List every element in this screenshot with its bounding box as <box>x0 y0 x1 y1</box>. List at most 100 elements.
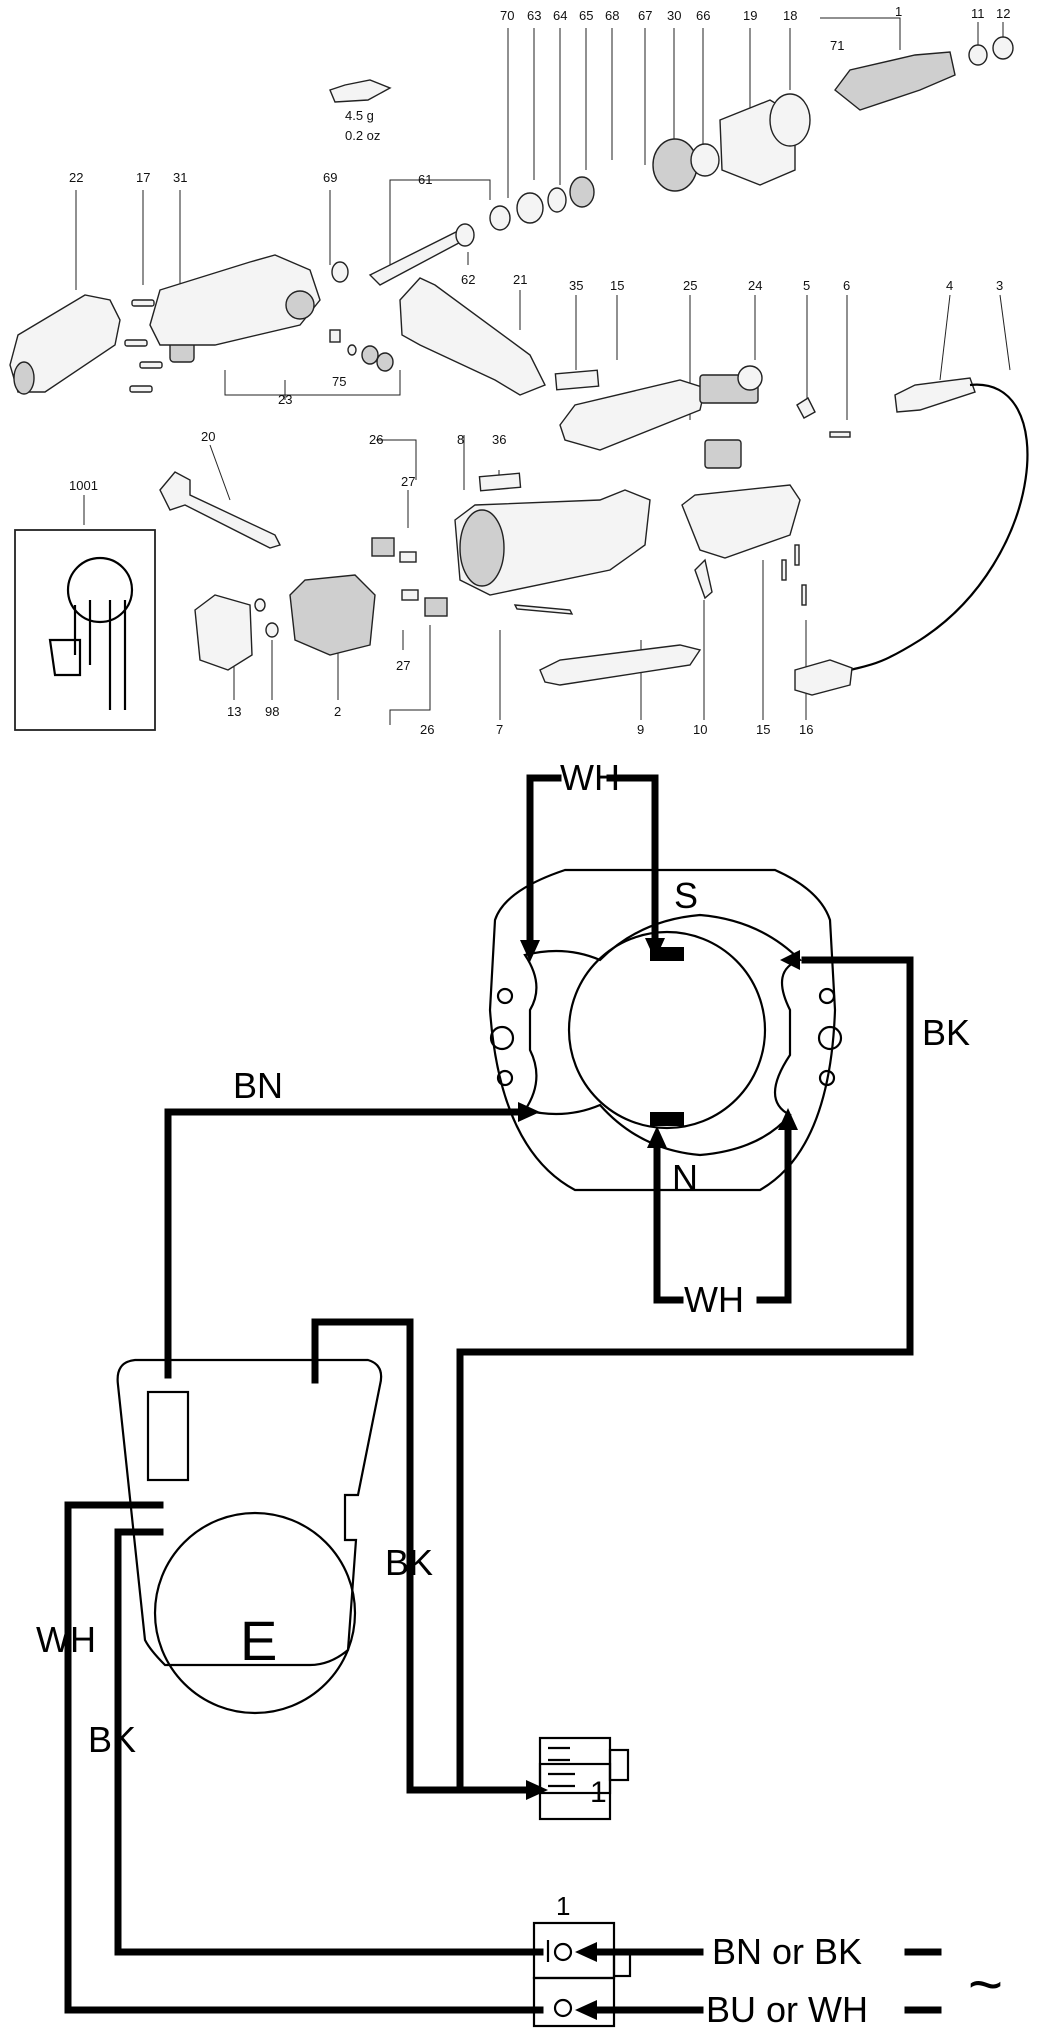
part-number: 17 <box>136 170 150 185</box>
motor-housing-opening <box>459 509 505 587</box>
part-number: 27 <box>396 658 410 673</box>
lever-10 <box>694 558 713 600</box>
gear-housing-boss <box>285 290 315 320</box>
nose-cap-opening <box>13 361 35 395</box>
screw-16 <box>794 544 800 566</box>
part-number: 24 <box>748 278 762 293</box>
part-number: 62 <box>461 272 475 287</box>
small-bearing <box>361 345 379 365</box>
arrow-head <box>518 1102 540 1122</box>
part-number: 20 <box>201 429 215 444</box>
terminal-block-motor <box>538 1736 630 1821</box>
bearing-11 <box>968 44 988 66</box>
clip <box>796 396 816 419</box>
part-number: 67 <box>638 8 652 23</box>
motor-housing <box>454 489 651 596</box>
part-drawings <box>9 36 1029 731</box>
part-number: 1 <box>895 4 902 19</box>
arrow-head <box>575 1942 597 1962</box>
field-stator <box>289 574 376 656</box>
part-number: 19 <box>743 8 757 23</box>
part-number: 16 <box>799 722 813 737</box>
screw <box>829 431 851 438</box>
part-number: 21 <box>513 272 527 287</box>
part-number: 12 <box>996 6 1010 21</box>
part-number: 30 <box>667 8 681 23</box>
part-number: 66 <box>696 8 710 23</box>
pole-label-s: S <box>674 875 698 916</box>
washer-98 <box>254 598 266 612</box>
housing-shell <box>681 484 801 559</box>
supply-label-bn-or-bk: BN or BK <box>712 1931 862 1972</box>
bevel-gear-30 <box>652 138 698 192</box>
part-number: 61 <box>418 172 432 187</box>
power-plug <box>794 659 853 696</box>
switch-rocker <box>539 644 702 686</box>
wire-label-wh-bottom: WH <box>684 1279 744 1320</box>
grease-tube <box>329 79 392 103</box>
arrow-head <box>778 1108 798 1130</box>
rotor-bore <box>567 930 767 1130</box>
carbon-brush <box>401 589 419 601</box>
part-number: 23 <box>278 392 292 407</box>
exploded-parts-view: 70 63 64 65 68 67 30 66 19 18 1 71 11 12… <box>9 4 1029 737</box>
side-handle <box>399 277 546 396</box>
grease-weight-g: 4.5 g <box>345 108 374 123</box>
bearing-12 <box>992 36 1014 60</box>
part-number: 22 <box>69 170 83 185</box>
housing-cover <box>559 379 706 451</box>
electronics-circle <box>153 1511 357 1715</box>
grease-weight-oz: 0.2 oz <box>345 128 380 143</box>
bearing-65 <box>569 176 595 208</box>
wire-wh-bottom-right <box>756 1121 792 1304</box>
carbon-brush <box>399 551 417 563</box>
inset-wires <box>73 600 127 710</box>
wire-wh-top-right <box>606 774 659 949</box>
small-ring <box>347 344 357 356</box>
ring <box>331 261 349 283</box>
wire-bn-stator <box>164 1108 519 1379</box>
part-number: 71 <box>830 38 844 53</box>
wire-bk-electronics <box>311 1318 529 1794</box>
arrow-head <box>645 938 665 960</box>
arrow-head <box>520 940 540 962</box>
arrow-head <box>647 1126 667 1148</box>
supply-label-bu-or-wh: BU or WH <box>706 1989 868 2030</box>
brush-holder <box>424 597 448 617</box>
part-number: 4 <box>946 278 953 293</box>
wire-label-bk-left: BK <box>88 1719 136 1760</box>
electronics-component <box>146 1390 190 1482</box>
inset-switch <box>48 638 82 677</box>
part-number: 65 <box>579 8 593 23</box>
inset-stator <box>66 556 134 624</box>
part-number: 31 <box>173 170 187 185</box>
inset-detail-box <box>14 529 156 731</box>
part-number: 35 <box>569 278 583 293</box>
bearing-63 <box>516 192 544 224</box>
power-cable <box>849 383 1029 672</box>
wire-label-wh-top: WH <box>560 757 620 798</box>
part-number: 27 <box>401 474 415 489</box>
part-number: 70 <box>500 8 514 23</box>
part-number: 15 <box>756 722 770 737</box>
part-number: 26 <box>420 722 434 737</box>
stator-outline <box>488 868 837 1192</box>
screw-16 <box>801 584 807 606</box>
part-number: 36 <box>492 432 506 447</box>
brush-holder-ring <box>194 594 253 671</box>
electronics-module <box>116 1358 383 1667</box>
stator-mounting-holes <box>489 987 843 1087</box>
terminal-label: 1 <box>590 1776 607 1809</box>
part-number: 2 <box>334 704 341 719</box>
o-ring-18 <box>769 93 811 147</box>
gear-housing <box>149 254 321 346</box>
label-36 <box>478 472 522 492</box>
small-bearing <box>376 352 394 372</box>
screw-16 <box>781 559 787 581</box>
cable-grommet <box>894 377 976 413</box>
part-number: 69 <box>323 170 337 185</box>
part-number: 63 <box>527 8 541 23</box>
wiring-diagram: 1 1 WH S N WH BK BN BK WH BK E BN or BK … <box>36 757 1003 2030</box>
wire-label-bn: BN <box>233 1065 283 1106</box>
part-number: 7 <box>496 722 503 737</box>
